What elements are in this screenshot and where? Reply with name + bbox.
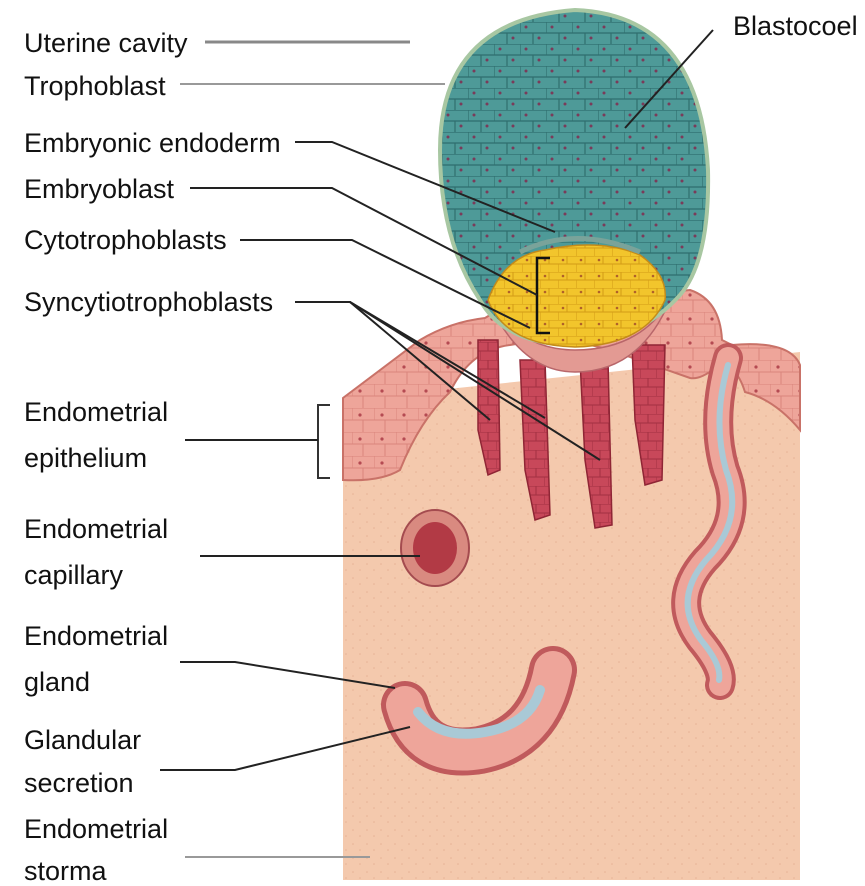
- label-trophoblast: Trophoblast: [24, 71, 166, 101]
- label-endometrial-gland-1: Endometrial: [24, 621, 168, 651]
- label-glandular-secretion-1: Glandular: [24, 725, 141, 755]
- label-blastocoel: Blastocoel: [733, 11, 858, 41]
- label-endometrial-gland-2: gland: [24, 667, 90, 697]
- label-embryonic-endoderm: Embryonic endoderm: [24, 128, 281, 158]
- label-endometrial-capillary-2: capillary: [24, 560, 124, 590]
- label-glandular-secretion-2: secretion: [24, 768, 134, 798]
- epithelium-bracket: [318, 405, 330, 478]
- label-syncytiotrophoblasts: Syncytiotrophoblasts: [24, 287, 273, 317]
- label-endometrial-epithelium-2: epithelium: [24, 443, 147, 473]
- label-endometrial-capillary-1: Endometrial: [24, 514, 168, 544]
- label-uterine-cavity: Uterine cavity: [24, 28, 188, 58]
- label-embryoblast: Embryoblast: [24, 174, 175, 204]
- label-cytotrophoblasts: Cytotrophoblasts: [24, 225, 227, 255]
- label-endometrial-epithelium-1: Endometrial: [24, 397, 168, 427]
- label-endometrial-storma-2: storma: [24, 856, 108, 886]
- label-endometrial-storma-1: Endometrial: [24, 814, 168, 844]
- endometrial-capillary: [401, 510, 469, 586]
